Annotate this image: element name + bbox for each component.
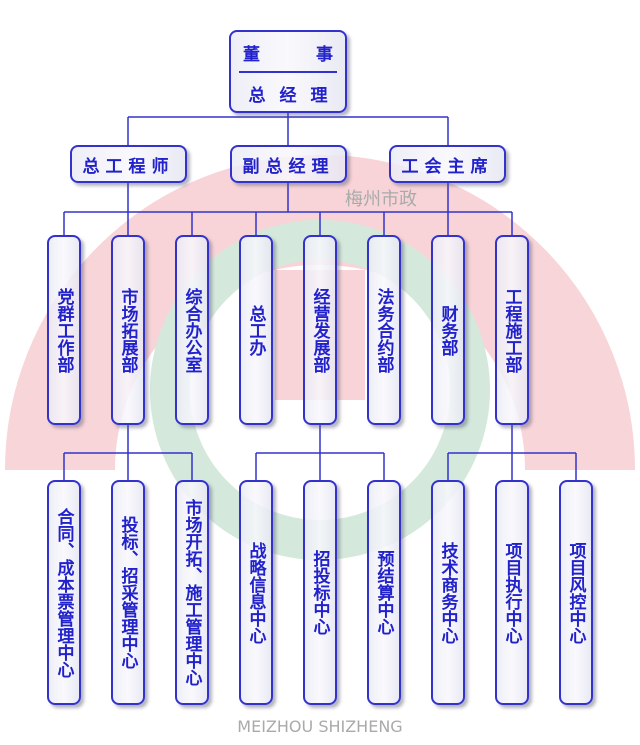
department-box: 法务合约部 (367, 235, 401, 425)
center-box: 市场开拓、施工管理中心 (175, 480, 209, 705)
center-box: 项目执行中心 (495, 480, 529, 705)
department-box: 总工办 (239, 235, 273, 425)
center-box: 项目风控中心 (559, 480, 593, 705)
department-box: 综合办公室 (175, 235, 209, 425)
level2-box: 总工程师 (70, 145, 187, 183)
chairman-char1: 董 (243, 44, 260, 65)
watermark-en: MEIZHOU SHIZHENG (237, 717, 402, 736)
connectors (63, 113, 577, 480)
center-box: 战略信息中心 (239, 480, 273, 705)
department-box: 市场拓展部 (111, 235, 145, 425)
level2-box: 副总经理 (230, 145, 347, 183)
chairman-gm-box: 董 事 总经理 (229, 30, 347, 113)
chairman-char2: 事 (316, 44, 333, 65)
department-box: 财务部 (431, 235, 465, 425)
center-box: 投标、招采管理中心 (111, 480, 145, 705)
center-box: 招投标中心 (303, 480, 337, 705)
department-box: 工程施工部 (495, 235, 529, 425)
watermark-cn: 梅州市政 (345, 189, 417, 210)
center-box: 预结算中心 (367, 480, 401, 705)
department-box: 经营发展部 (303, 235, 337, 425)
center-box: 合同、成本票管理中心 (47, 480, 81, 705)
level2-box: 工会主席 (389, 145, 506, 183)
general-manager-label: 总经理 (248, 85, 342, 106)
center-box: 技术商务中心 (431, 480, 465, 705)
department-box: 党群工作部 (47, 235, 81, 425)
